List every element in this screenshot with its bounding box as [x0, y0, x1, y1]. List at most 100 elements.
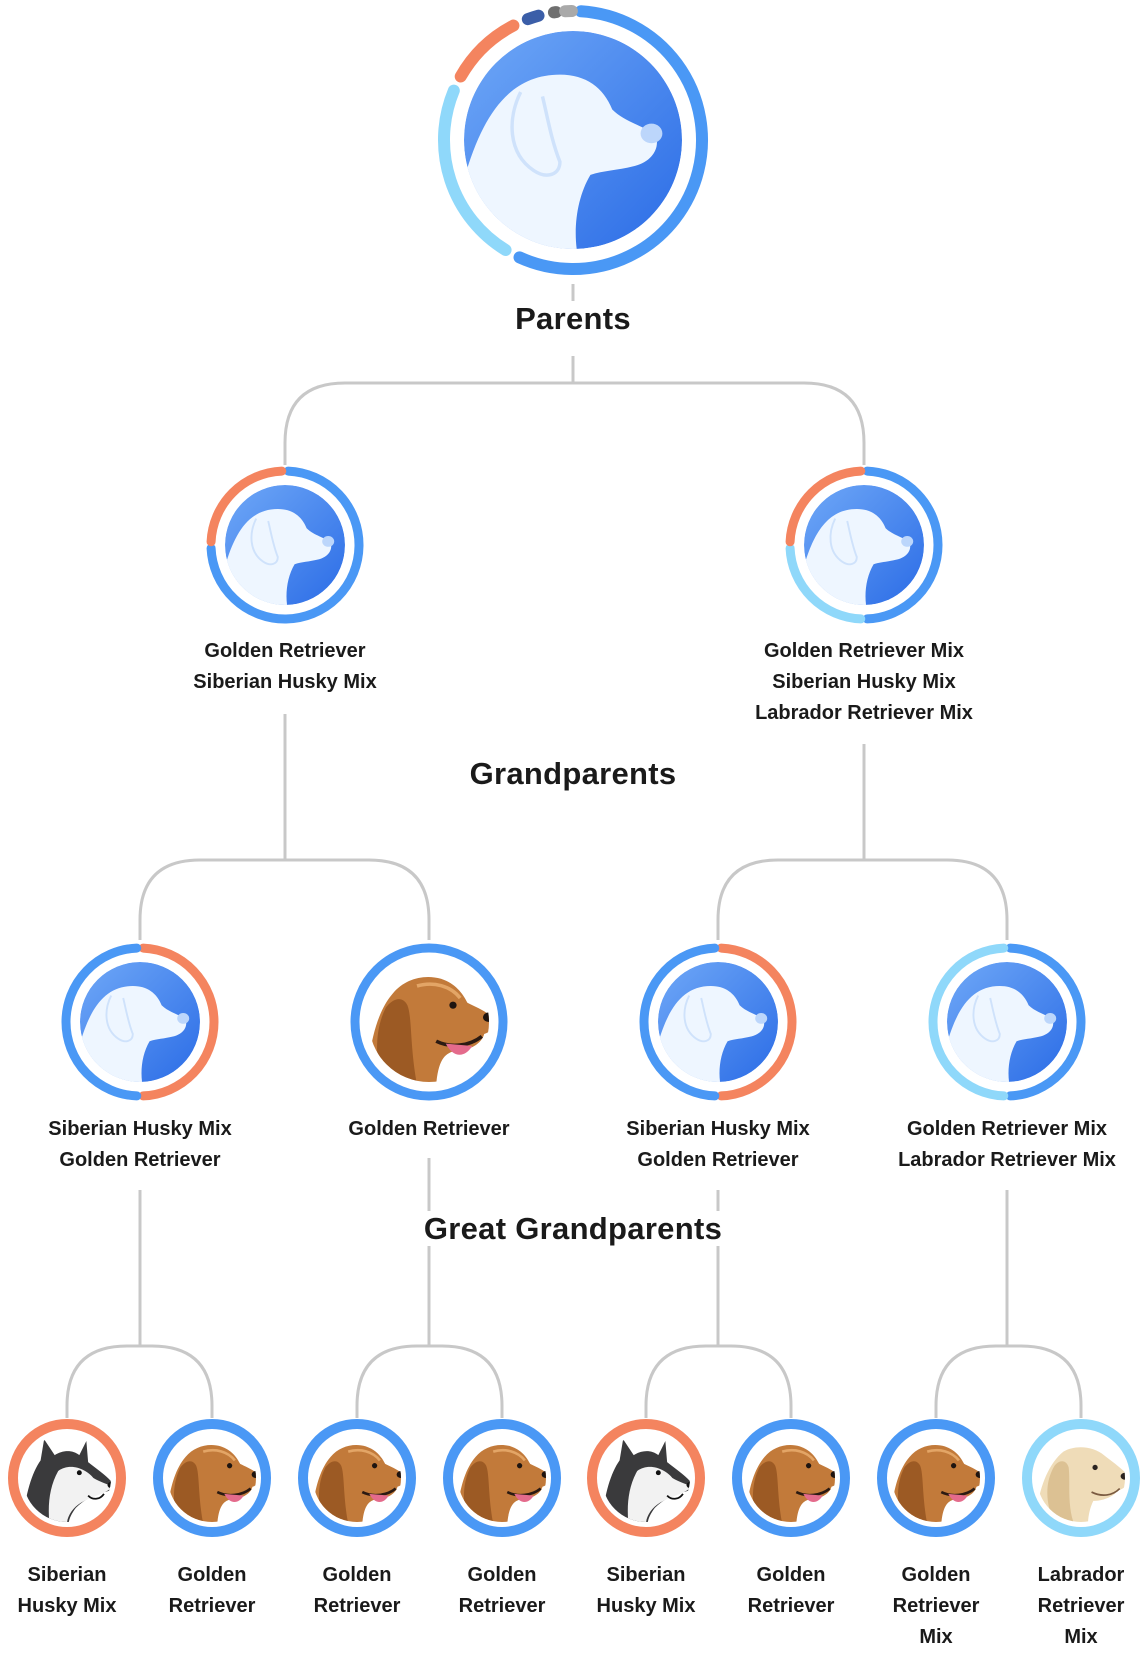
breed-ring — [443, 1419, 561, 1537]
great-grandparent-label-line: Golden — [177, 1564, 247, 1586]
grandparent-label-line: Golden Retriever — [348, 1118, 510, 1140]
parent-node — [784, 465, 944, 625]
breed-ring — [298, 1419, 416, 1537]
grandparent-label-line: Labrador Retriever Mix — [898, 1149, 1116, 1171]
grandparent-label: Golden Retriever — [348, 1114, 509, 1145]
great-grandparent-label-line: Golden — [467, 1564, 537, 1586]
breed-ring — [1022, 1419, 1140, 1537]
great-grandparent-label-line: Siberian — [27, 1564, 107, 1586]
grandparent-breed-ring — [928, 943, 1086, 1101]
great-grandparent-label-line: Husky Mix — [596, 1595, 696, 1617]
ring-segment — [928, 943, 1009, 1101]
ring-segment — [639, 943, 720, 1101]
grandparent-node — [349, 942, 509, 1102]
grandparent-node — [60, 942, 220, 1102]
ring-segment — [138, 943, 219, 1101]
grandparent-node — [638, 942, 798, 1102]
great-grandparent-node — [731, 1418, 851, 1538]
grandparent-node — [927, 942, 1087, 1102]
subject-node — [437, 4, 709, 276]
connector-arch — [355, 1344, 504, 1418]
ring-segment — [513, 5, 708, 275]
grandparent-breed-ring — [350, 943, 508, 1101]
great-grandparent-label-line: Retriever — [313, 1595, 401, 1617]
great-grandparent-label-line: Retriever — [747, 1595, 835, 1617]
great-grandparent-node — [297, 1418, 417, 1538]
great-grandparent-node — [152, 1418, 272, 1538]
grandparent-breed-ring — [639, 943, 797, 1101]
great-grandparent-label-line: Mix — [919, 1626, 953, 1648]
ring-segment — [785, 543, 866, 624]
great-grandparent-label-line: Golden — [756, 1564, 826, 1586]
great-grandparent-node — [1021, 1418, 1141, 1538]
ring-segment — [521, 9, 545, 26]
connector-arch — [138, 858, 431, 940]
ring-segment — [61, 943, 142, 1101]
parent-breed-ring — [206, 466, 364, 624]
great-grandparent-label-line: Husky Mix — [17, 1595, 117, 1617]
great-grandparent-node — [442, 1418, 562, 1538]
parent-label-line: Siberian Husky Mix — [772, 671, 956, 693]
connector-arch — [283, 381, 866, 466]
ring-segment — [350, 943, 508, 1101]
great-grandparent-label-line: Retriever — [1037, 1595, 1125, 1617]
great-grandparent-label-line: Retriever — [892, 1595, 980, 1617]
great-grandparent-label-line: Golden — [322, 1564, 392, 1586]
parent-breed-ring — [785, 466, 943, 624]
connector-arch — [934, 1344, 1083, 1418]
great-grandparent-label-line: Golden — [901, 1564, 971, 1586]
parent-label-line: Labrador Retriever Mix — [755, 702, 973, 724]
great-grandparent-label-line: Retriever — [168, 1595, 256, 1617]
great-grandparent-label-line: Retriever — [458, 1595, 546, 1617]
ring-segment — [785, 466, 866, 547]
grandparent-label-line: Siberian Husky Mix — [48, 1118, 232, 1140]
tree-nodes — [7, 4, 1141, 1538]
tree-connectors — [65, 284, 1083, 1418]
great-grandparent-node — [7, 1418, 127, 1538]
grandparent-breed-ring — [61, 943, 219, 1101]
breed-ring — [587, 1419, 705, 1537]
connector-arch — [65, 1344, 214, 1418]
parent-label-line: Golden Retriever Mix — [763, 640, 965, 662]
subject-breed-ring — [438, 5, 708, 275]
ring-segment — [454, 19, 520, 83]
grandparent-label-line: Golden Retriever — [637, 1149, 799, 1171]
ring-segment — [206, 466, 364, 624]
parent-node — [205, 465, 365, 625]
ring-segment — [1005, 943, 1086, 1101]
breed-ring — [8, 1419, 126, 1537]
ring-segment — [206, 466, 287, 547]
great-grandparent-label-line: Labrador — [1037, 1564, 1125, 1586]
great-grandparent-label-line: Siberian — [606, 1564, 686, 1586]
ring-segment — [862, 466, 943, 624]
parent-label-line: Siberian Husky Mix — [193, 671, 377, 693]
great-grandparent-node — [876, 1418, 996, 1538]
great-grandparents-heading: Great Grandparents — [0, 1211, 1146, 1247]
breed-ring — [877, 1419, 995, 1537]
great-grandparent-node — [586, 1418, 706, 1538]
ring-segment — [438, 84, 512, 256]
great-grandparent-label-line: Mix — [1064, 1626, 1098, 1648]
parents-heading: Parents — [0, 301, 1146, 337]
parent-label-line: Golden Retriever — [204, 640, 366, 662]
connector-arch — [644, 1344, 793, 1418]
grandparent-label-line: Golden Retriever — [59, 1149, 221, 1171]
ring-segment — [716, 943, 797, 1101]
grandparents-heading: Grandparents — [0, 756, 1146, 792]
breed-ring — [732, 1419, 850, 1537]
grandparent-label-line: Siberian Husky Mix — [626, 1118, 810, 1140]
